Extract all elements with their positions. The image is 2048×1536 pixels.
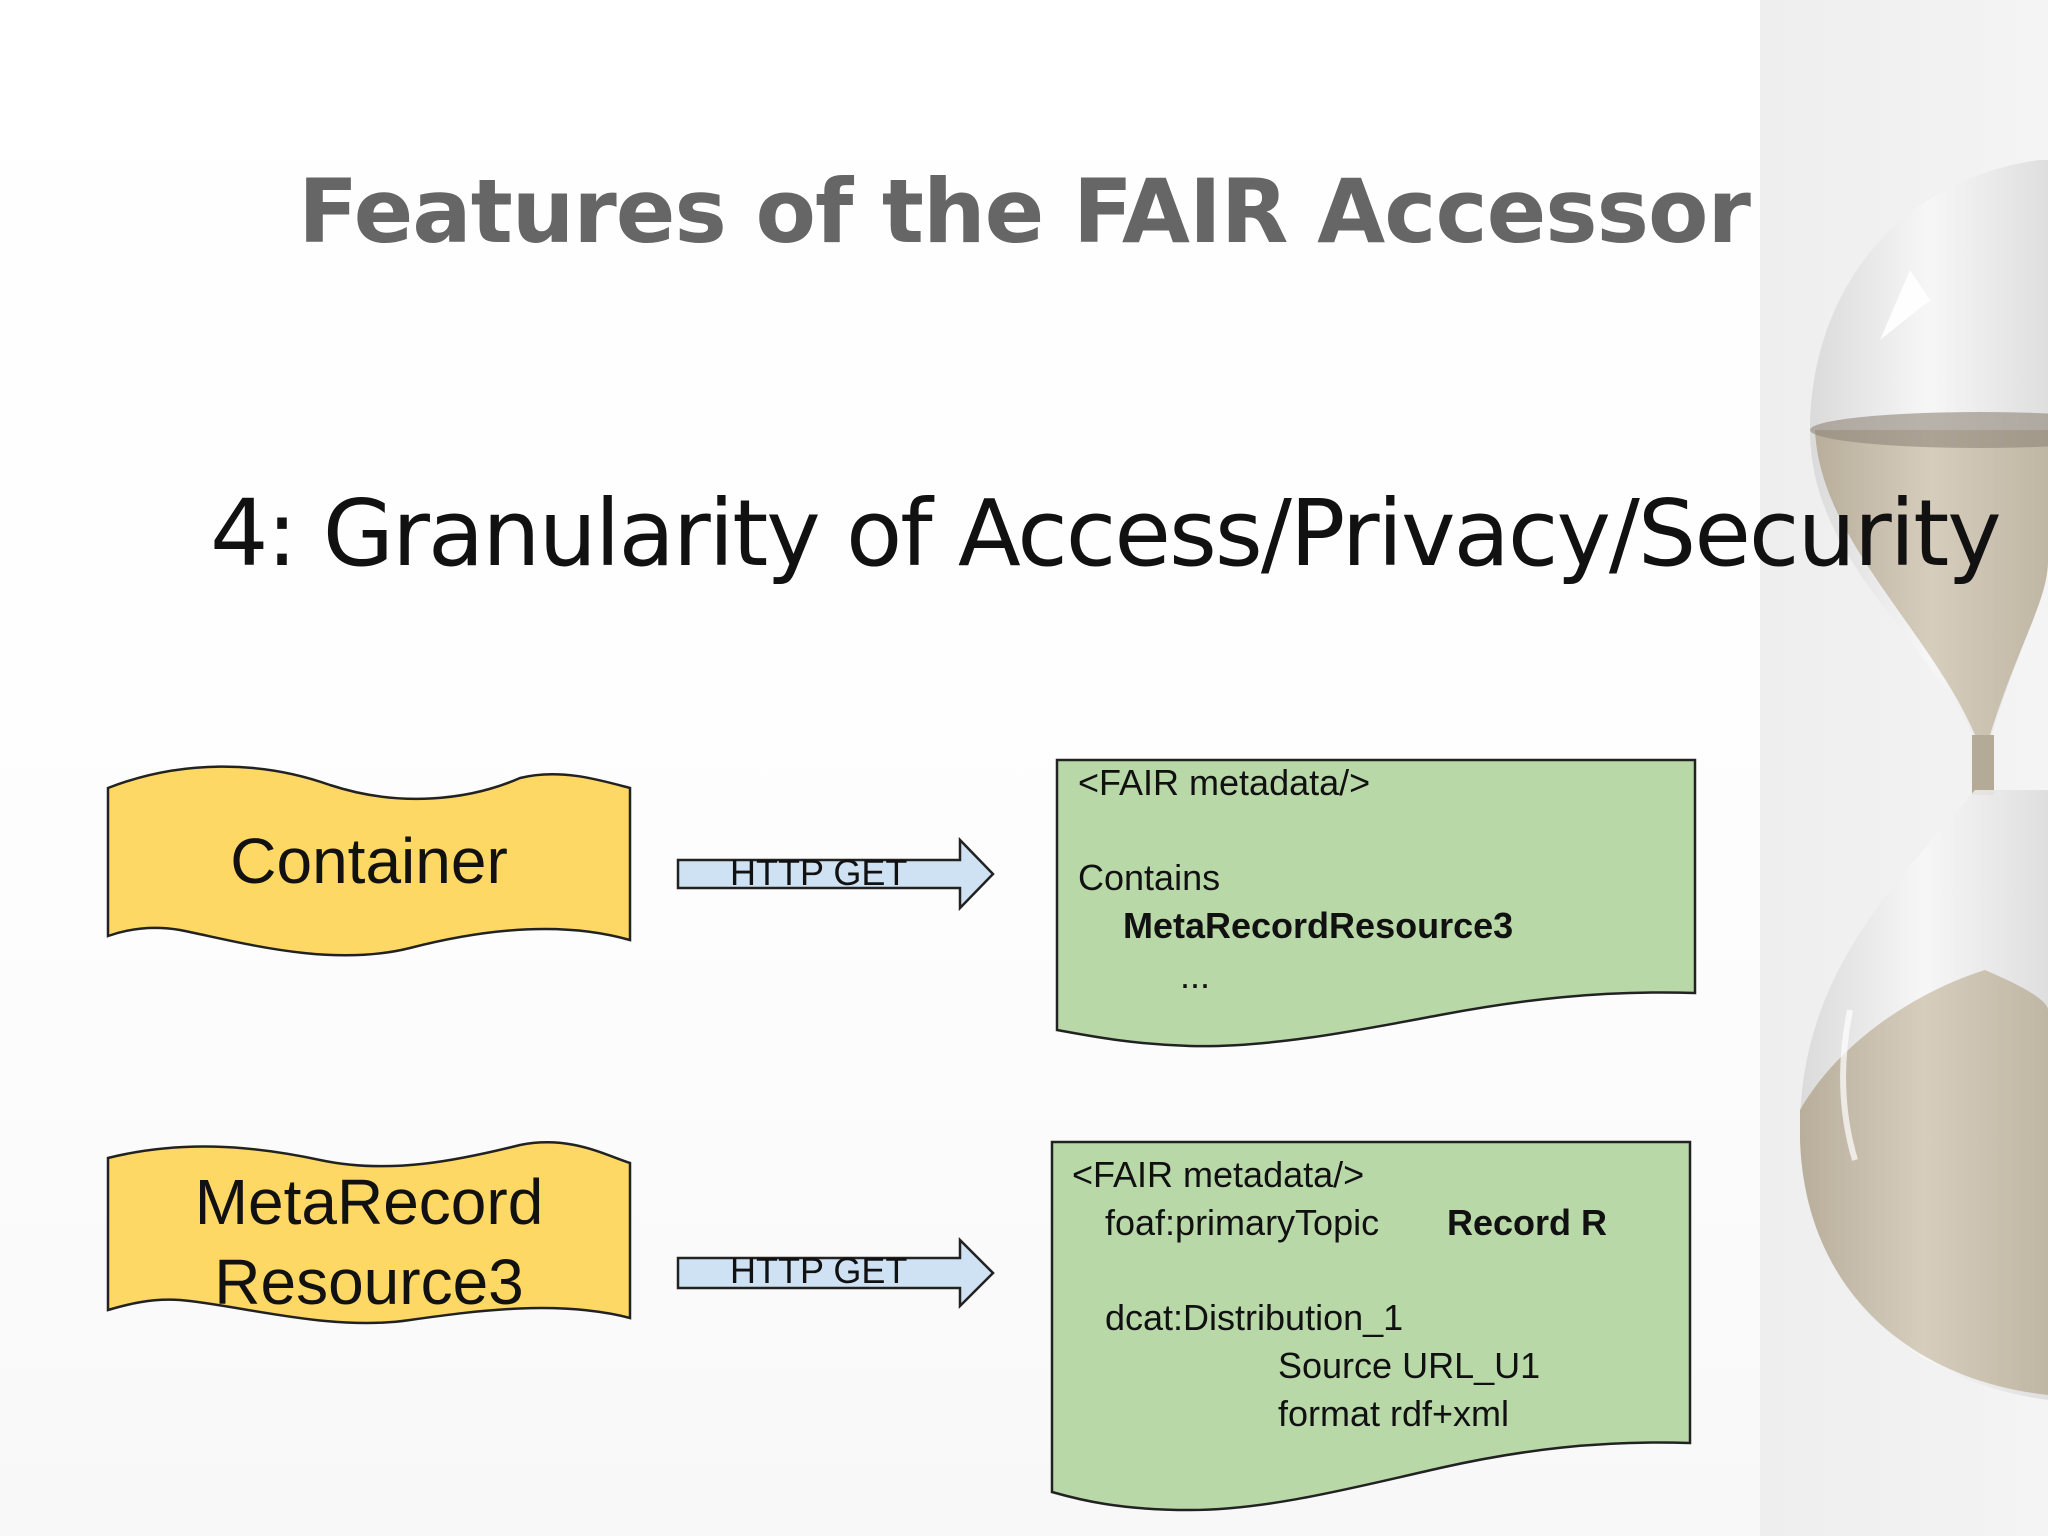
http-get-label-1: HTTP GET xyxy=(730,852,908,893)
metadata-document-1 xyxy=(1055,758,1697,1048)
slide-title: Features of the FAIR Accessor xyxy=(298,160,1751,263)
doc2-line-primary-topic-label: foaf:primaryTopic xyxy=(1105,1202,1380,1243)
doc1-line-metarecordresource3: MetaRecordResource3 xyxy=(1123,905,1514,946)
metarecord-label-line1: MetaRecord xyxy=(194,1166,544,1238)
doc2-line-distribution: dcat:Distribution_1 xyxy=(1105,1297,1404,1338)
doc2-line-fair-metadata: <FAIR metadata/> xyxy=(1072,1154,1365,1195)
doc2-line-source-url: Source URL_U1 xyxy=(1278,1345,1541,1386)
hourglass-image xyxy=(1760,0,2048,1536)
metarecord-label: MetaRecord Resource3 xyxy=(108,1162,630,1322)
http-get-label-2: HTTP GET xyxy=(730,1250,908,1291)
doc1-line-contains: Contains xyxy=(1078,857,1221,898)
http-get-arrow-2 xyxy=(676,1236,995,1310)
doc2-line-primary-topic-value: Record R xyxy=(1447,1202,1608,1243)
slide-subtitle: 4: Granularity of Access/Privacy/Securit… xyxy=(210,480,2002,587)
hourglass-icon xyxy=(1800,160,2048,1400)
container-label: Container xyxy=(230,825,508,897)
doc1-line-ellipsis: ... xyxy=(1180,955,1211,996)
metadata-document-2 xyxy=(1050,1140,1692,1512)
doc2-line-format: format rdf+xml xyxy=(1278,1393,1510,1434)
http-get-arrow-1 xyxy=(676,836,995,912)
metarecord-shape xyxy=(106,1141,632,1325)
metarecord-label-line2: Resource3 xyxy=(214,1246,524,1318)
container-shape xyxy=(106,765,632,957)
doc1-line-fair-metadata: <FAIR metadata/> xyxy=(1078,762,1371,803)
